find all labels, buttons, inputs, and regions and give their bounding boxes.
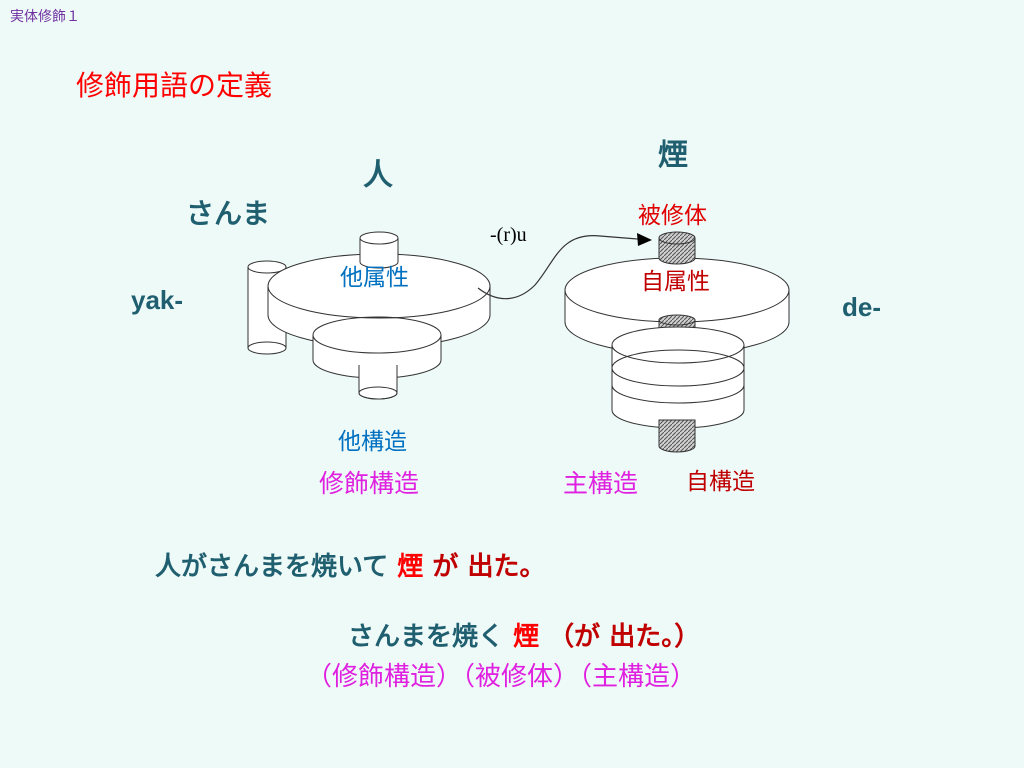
- label-hito: 人: [363, 158, 393, 193]
- connector-curve: [477, 235, 651, 300]
- connector-arrowhead: [637, 233, 652, 246]
- slide-corner-label: 実体修飾１: [10, 9, 80, 25]
- left-arm-bottom: [247, 341, 287, 355]
- sentence-1: 人がさんまを焼いて 煙 が 出た。: [155, 546, 545, 583]
- slide-title: 修飾用語の定義: [76, 69, 273, 102]
- sentence-3-p3: （主構造）: [579, 662, 697, 692]
- sentence-1-deta: 出た。: [467, 552, 546, 582]
- label-jikouzou: 自構造: [686, 469, 755, 495]
- label-sanma: さんま: [186, 197, 271, 230]
- sentence-1-kemuri: 煙: [397, 552, 424, 582]
- label-connector: -(r)u: [490, 224, 527, 246]
- sentence-3-p1: （修飾構造）: [306, 662, 463, 692]
- sentence-2-ga: （が: [548, 622, 601, 652]
- label-de: de-: [842, 292, 881, 322]
- left-bottom-stem: [358, 365, 398, 400]
- sentence-1-part1: 人がさんまを焼いて: [155, 552, 389, 582]
- label-hishuutai: 被修体: [638, 203, 707, 229]
- sentence-2-deta: 出た。）: [609, 622, 701, 652]
- label-shuushoku-kouzou: 修飾構造: [319, 469, 420, 498]
- label-jizokusei: 自属性: [641, 269, 710, 295]
- label-tazokusei: 他属性: [340, 265, 409, 291]
- label-kemuri: 煙: [658, 138, 688, 173]
- label-takouzou: 他構造: [338, 429, 407, 455]
- sentence-2-kemuri: 煙: [513, 622, 540, 652]
- sentence-3-p2: （被修体）: [462, 662, 580, 692]
- label-yak: yak-: [131, 285, 184, 315]
- left-top-stem: [359, 238, 399, 269]
- sentence-2: さんまを焼く 煙 （が 出た。）: [348, 616, 700, 653]
- sentence-3: （修飾構造）（被修体）（主構造）: [306, 656, 696, 693]
- right-top-stem: [658, 237, 696, 265]
- sentence-1-ga: が: [432, 552, 459, 582]
- left-arm-top: [247, 260, 287, 274]
- right-bottom-stem: [658, 419, 696, 453]
- label-shukouzou: 主構造: [563, 469, 639, 498]
- sentence-2-part1: さんまを焼く: [348, 622, 505, 652]
